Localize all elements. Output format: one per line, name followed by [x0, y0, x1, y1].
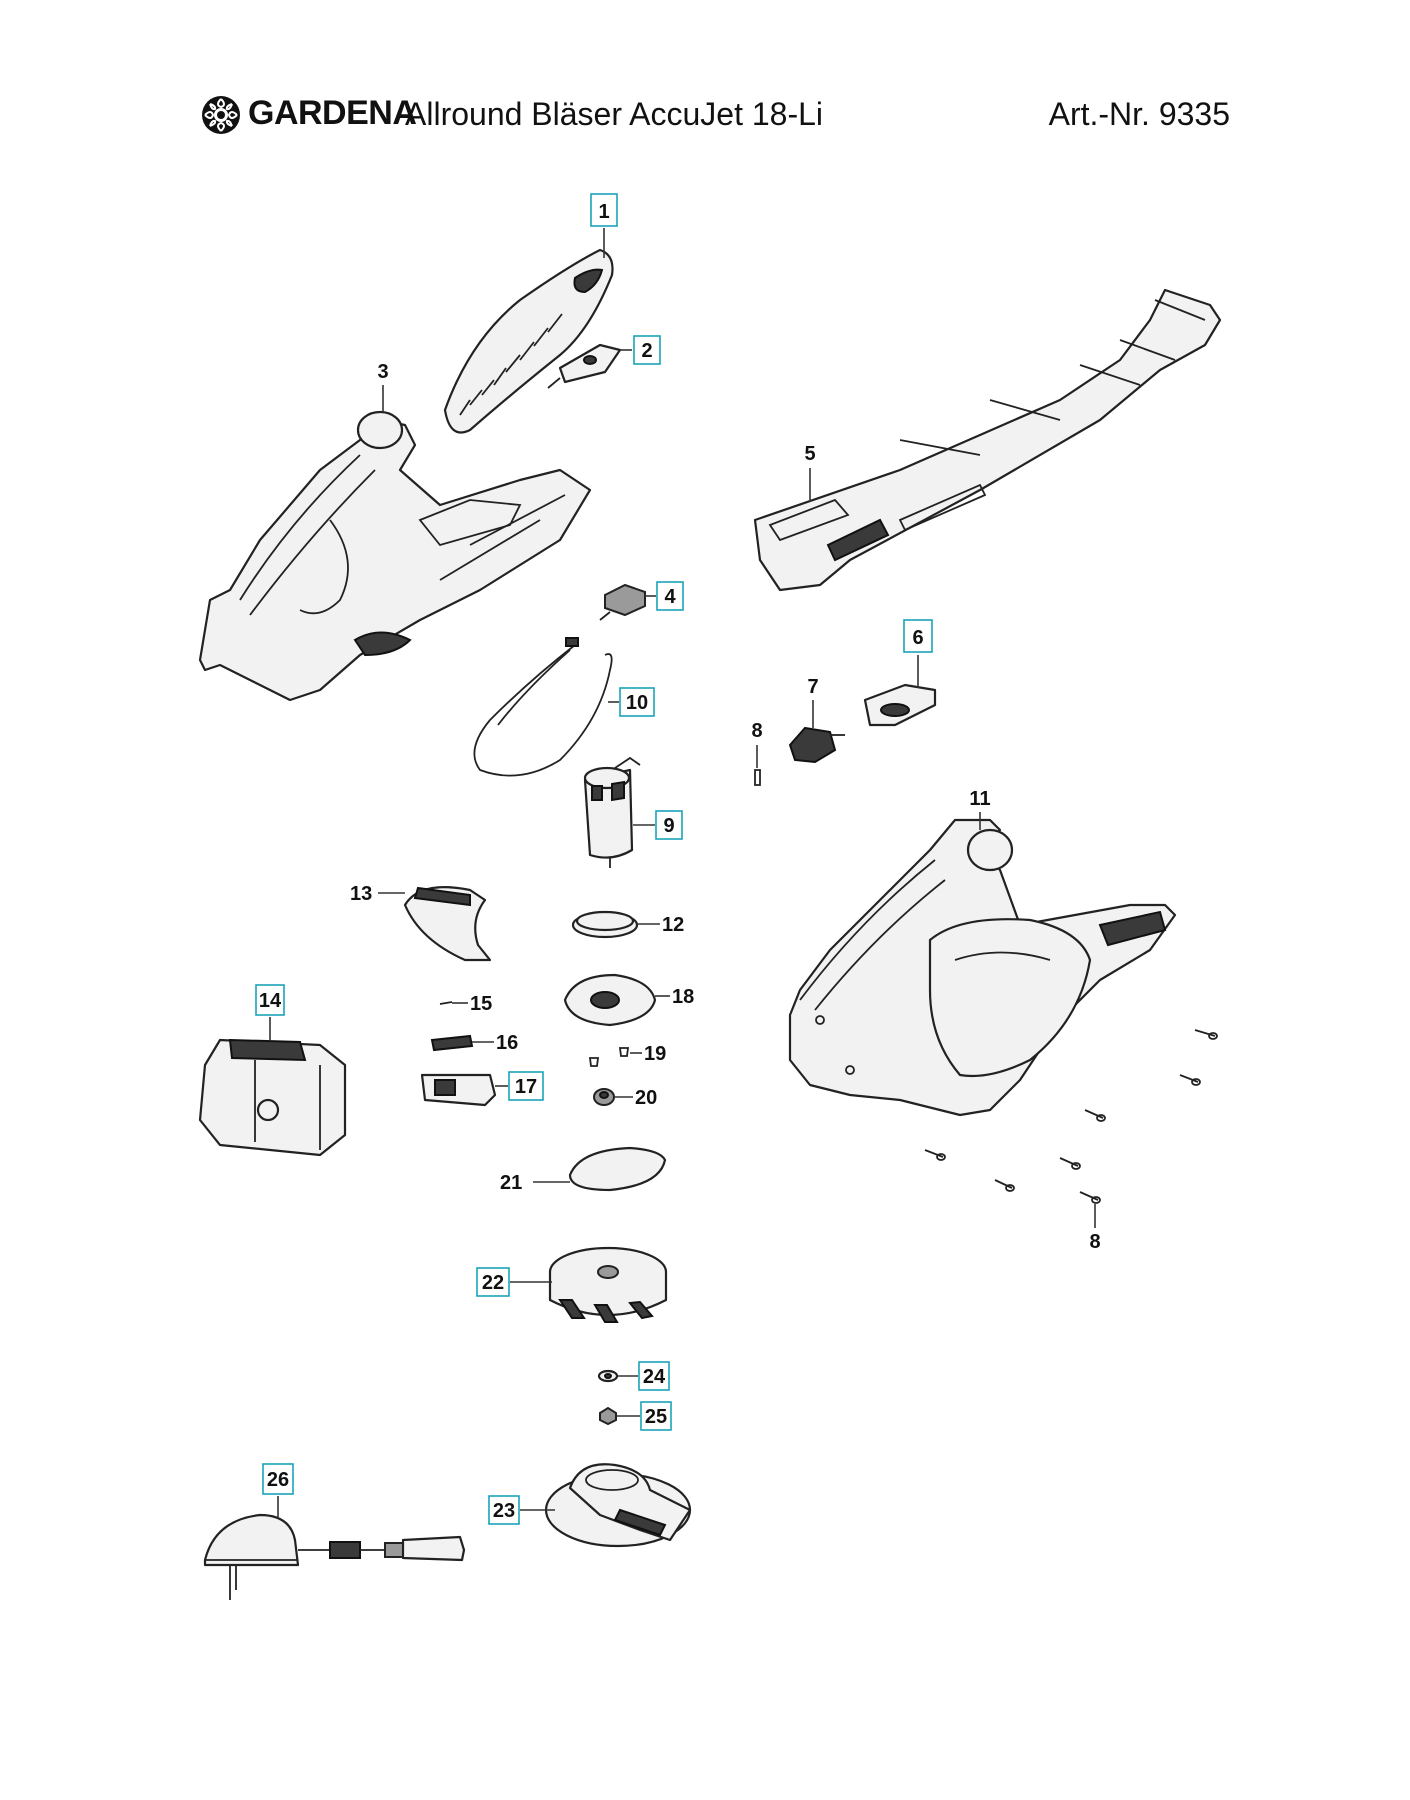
callout-9: 9: [655, 810, 683, 840]
svg-text:14: 14: [259, 990, 282, 1012]
part-10-cable[interactable]: [473, 637, 619, 777]
svg-text:16: 16: [496, 1032, 518, 1054]
part-8-screw-group[interactable]: [924, 1029, 1218, 1228]
callout-26: 26: [262, 1463, 294, 1495]
part-11-housing-right[interactable]: [788, 812, 1177, 1117]
svg-text:10: 10: [626, 692, 648, 714]
svg-text:8: 8: [751, 720, 762, 742]
callout-21: 21: [500, 1172, 522, 1194]
svg-text:4: 4: [664, 586, 676, 608]
part-8-screw-top[interactable]: [754, 745, 761, 786]
svg-text:17: 17: [515, 1076, 537, 1098]
callout-6: 6: [903, 619, 933, 653]
callout-4: 4: [656, 581, 684, 611]
callout-18: 18: [672, 986, 694, 1008]
svg-text:3: 3: [377, 361, 388, 383]
part-23-fan-cover[interactable]: [520, 1463, 692, 1548]
svg-text:18: 18: [672, 986, 694, 1008]
svg-text:26: 26: [267, 1469, 289, 1491]
callout-11: 11: [969, 788, 990, 810]
part-2-switch-button[interactable]: [547, 343, 632, 389]
callout-8b: 8: [1089, 1231, 1100, 1253]
svg-text:19: 19: [644, 1043, 666, 1065]
callout-13: 13: [350, 883, 372, 905]
part-17-battery-connector[interactable]: [420, 1073, 508, 1107]
callout-8a: 8: [751, 720, 762, 742]
callout-20: 20: [635, 1087, 657, 1109]
part-4-micro-switch[interactable]: [599, 583, 656, 621]
part-16-contact-plate[interactable]: [430, 1034, 494, 1052]
product-title: Allround Bläser AccuJet 18-Li: [405, 96, 823, 132]
callout-24: 24: [638, 1361, 670, 1391]
gardena-logo-icon: [202, 96, 240, 134]
part-22-fan-impeller[interactable]: [510, 1246, 668, 1323]
callout-7: 7: [807, 676, 818, 698]
svg-text:25: 25: [645, 1406, 667, 1428]
svg-text:8: 8: [1089, 1231, 1100, 1253]
callout-12: 12: [662, 914, 684, 936]
svg-text:13: 13: [350, 883, 372, 905]
callout-17: 17: [508, 1071, 544, 1101]
page-header: GARDENA Allround Bläser AccuJet 18-Li Ar…: [200, 92, 1230, 142]
callout-5: 5: [804, 443, 815, 465]
callout-23: 23: [488, 1495, 520, 1525]
part-5-blower-tube[interactable]: [753, 288, 1222, 592]
part-19-small-screw[interactable]: [588, 1047, 642, 1067]
part-21-seal[interactable]: [533, 1146, 667, 1192]
svg-text:9: 9: [663, 815, 674, 837]
part-13-cover[interactable]: [378, 886, 492, 962]
article-number: Art.-Nr. 9335: [1048, 96, 1230, 132]
callout-2: 2: [633, 335, 661, 365]
part-25-nut[interactable]: [599, 1406, 640, 1426]
callout-15: 15: [470, 993, 492, 1015]
svg-text:7: 7: [807, 676, 818, 698]
part-6-battery-latch-cover[interactable]: [863, 655, 937, 727]
svg-text:11: 11: [969, 788, 990, 810]
callout-1: 1: [590, 193, 618, 227]
svg-text:20: 20: [635, 1087, 657, 1109]
svg-text:12: 12: [662, 914, 684, 936]
svg-text:15: 15: [470, 993, 492, 1015]
part-24-washer[interactable]: [597, 1369, 638, 1383]
svg-text:2: 2: [641, 340, 652, 362]
part-26-charger[interactable]: [203, 1496, 466, 1600]
part-1-handle-grip[interactable]: [443, 228, 614, 434]
brand-name: GARDENA: [248, 94, 417, 132]
svg-text:22: 22: [482, 1272, 504, 1294]
svg-text:24: 24: [643, 1366, 666, 1388]
part-18-motor-mount[interactable]: [563, 973, 670, 1027]
svg-text:21: 21: [500, 1172, 522, 1194]
callout-22: 22: [476, 1267, 510, 1297]
part-7-release-button[interactable]: [788, 700, 845, 764]
callout-25: 25: [640, 1401, 672, 1431]
part-9-motor[interactable]: [583, 756, 655, 868]
part-3-housing-left[interactable]: [198, 385, 592, 702]
callout-10: 10: [619, 687, 655, 717]
part-14-battery[interactable]: [198, 1017, 347, 1157]
svg-text:6: 6: [912, 627, 923, 649]
callout-19: 19: [644, 1043, 666, 1065]
part-15-spring[interactable]: [439, 1001, 468, 1005]
svg-text:5: 5: [804, 443, 815, 465]
svg-text:1: 1: [598, 201, 609, 223]
svg-text:23: 23: [493, 1500, 515, 1522]
callout-16: 16: [496, 1032, 518, 1054]
part-20-nut[interactable]: [593, 1088, 633, 1106]
callout-14: 14: [255, 984, 285, 1016]
callout-3: 3: [377, 361, 388, 383]
part-12-ring[interactable]: [571, 910, 660, 939]
